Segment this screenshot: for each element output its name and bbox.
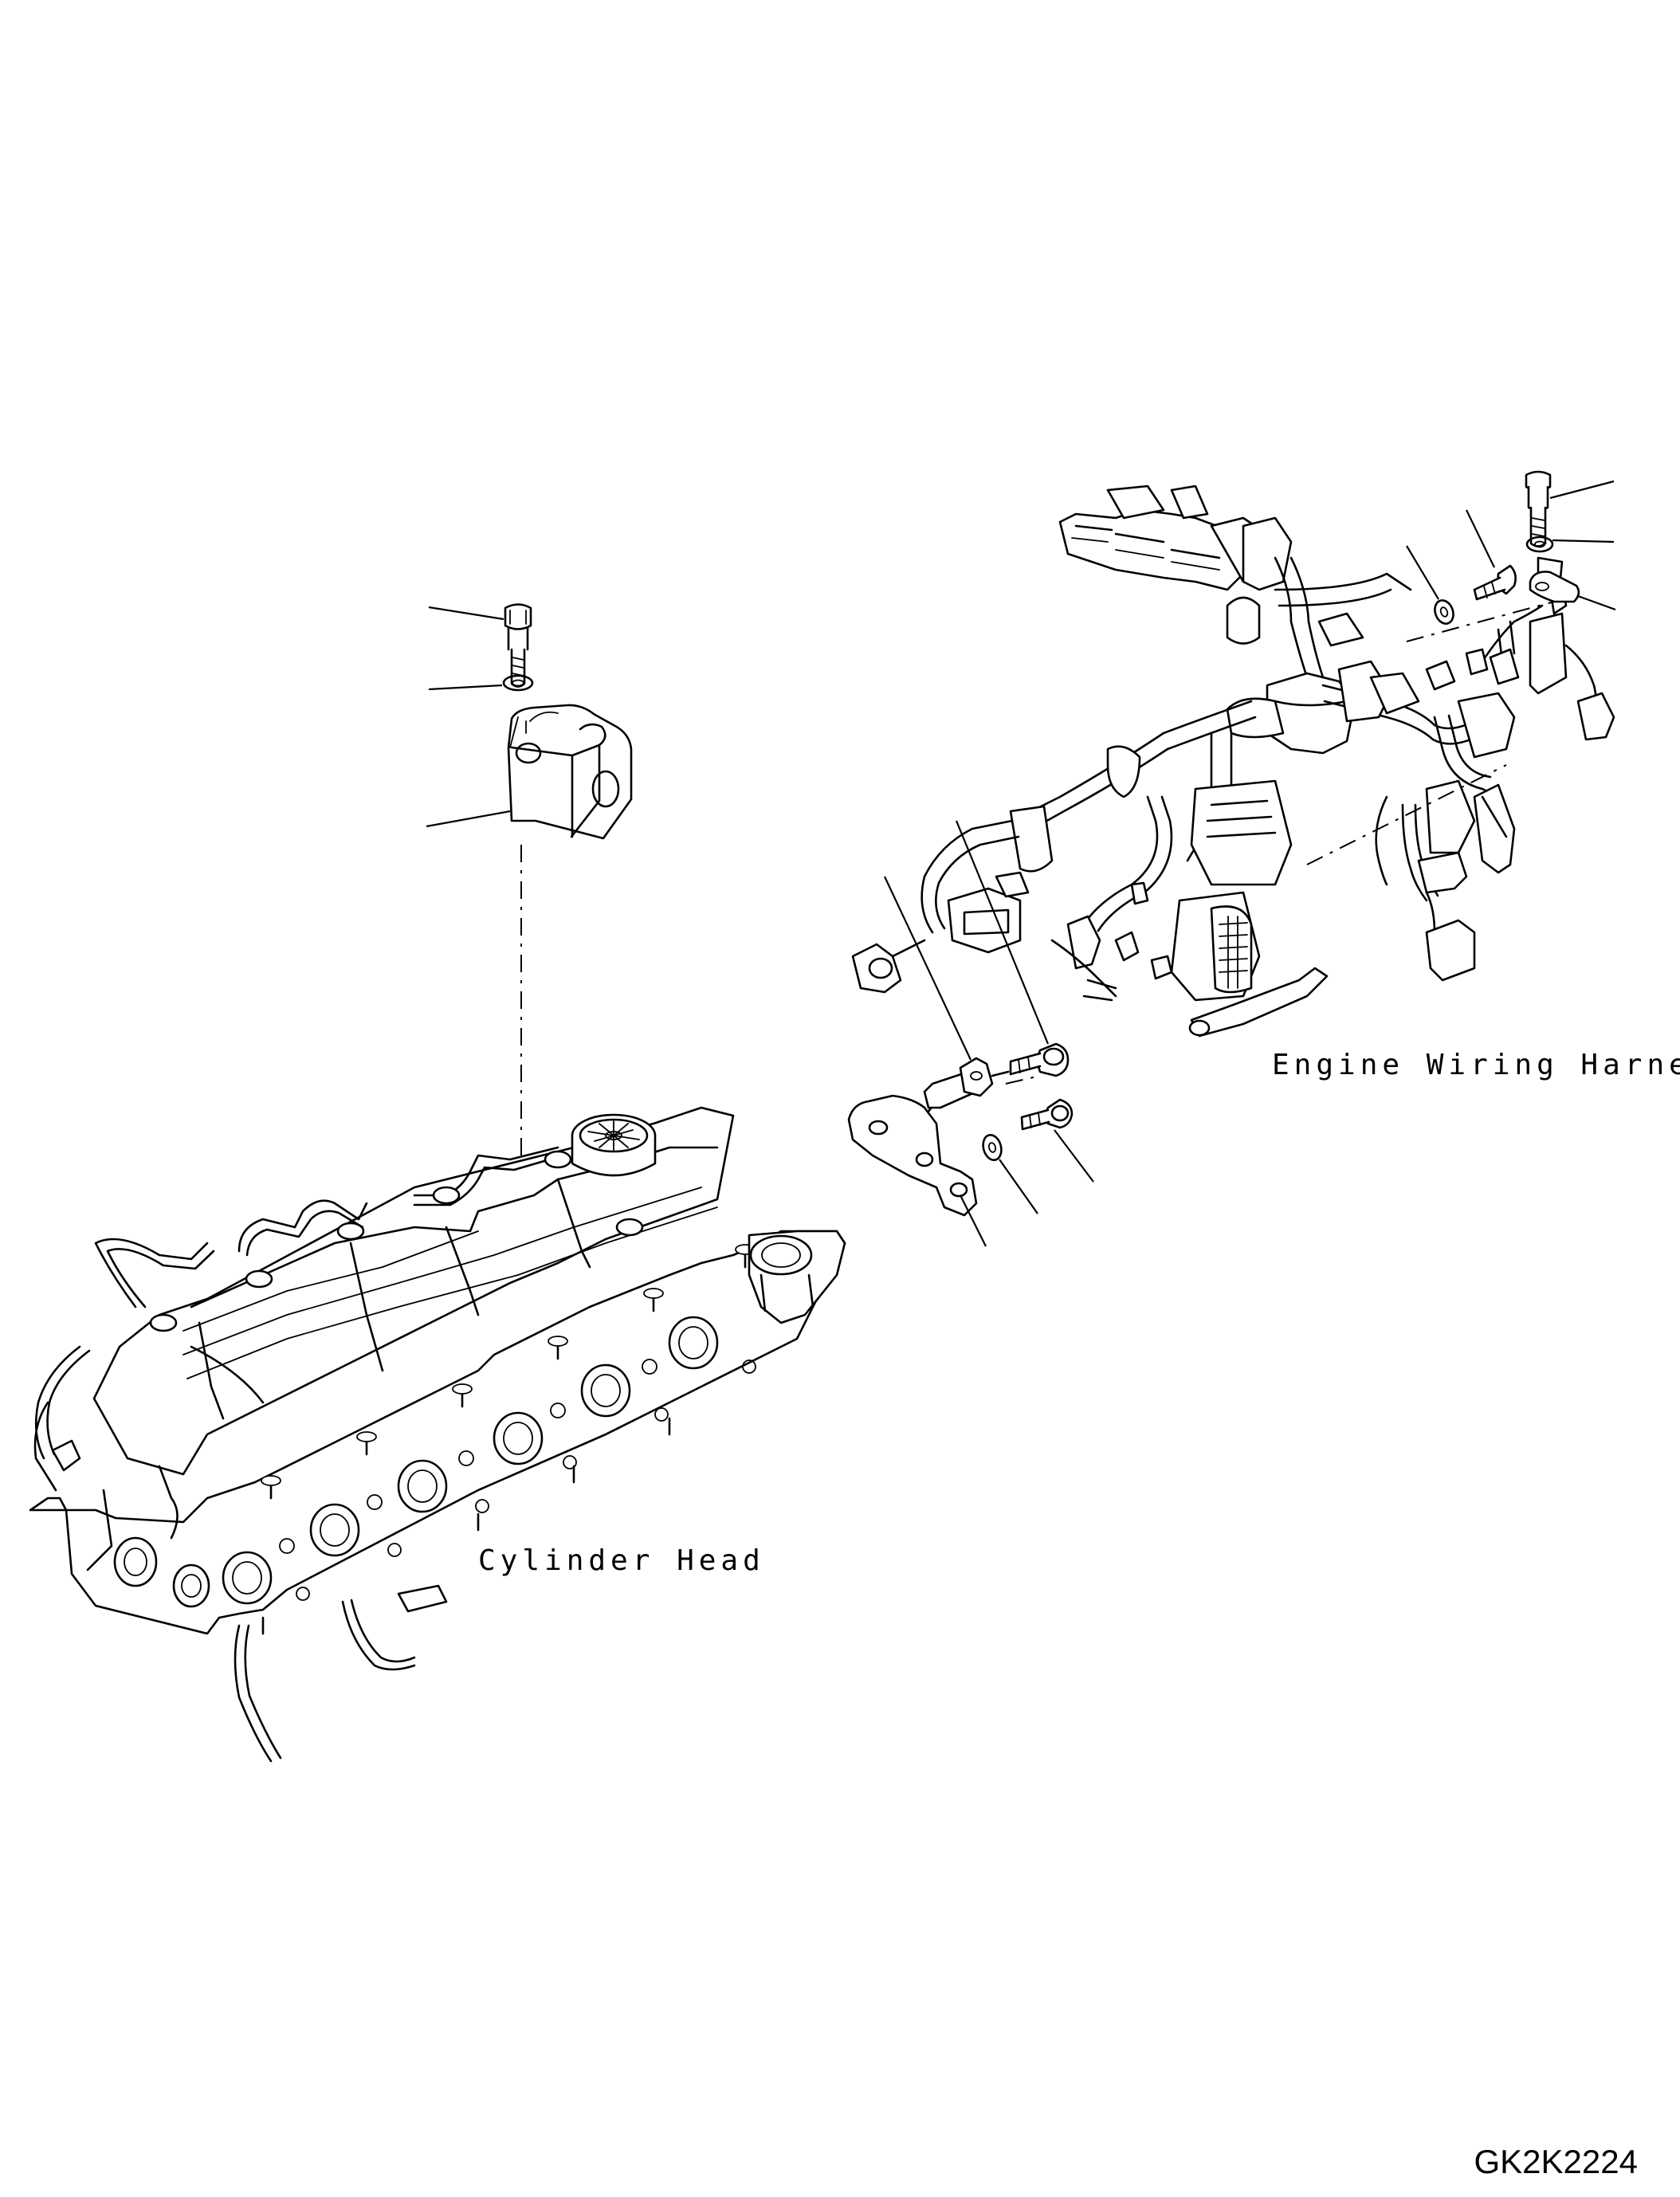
leader-clamp-mid [884, 876, 971, 1061]
clip-part-top-right [1529, 571, 1580, 603]
clamp-part-mid [959, 1057, 1010, 1097]
bolt-part-mid-lower [1020, 1098, 1074, 1131]
drawing-code: GK2K2224 [1474, 2143, 1639, 2180]
leader-washer-mid-lower [999, 1159, 1038, 1214]
leader-washer-center-right [1406, 545, 1439, 600]
bracket-part-left [507, 704, 633, 840]
cylinder-head-part [29, 1106, 846, 1763]
leader-bracket-left [426, 810, 511, 828]
leader-bolt-center-right [1466, 509, 1495, 568]
leader-bolt-top-right [1549, 480, 1615, 500]
leader-bolt-mid-upper [955, 820, 1050, 1045]
assembly-centerline-mid [1005, 1075, 1041, 1085]
leader-bracket-mid [960, 1195, 987, 1247]
bracket-part-mid [847, 1070, 978, 1217]
leader-bolt-left [428, 606, 504, 621]
washer-part-left [502, 674, 534, 692]
label-engine-wiring-harness: Engine Wiring Harness [1272, 1049, 1680, 1081]
oil-filler-cap [571, 1113, 657, 1177]
bolt-part-center-right [1473, 564, 1517, 601]
leader-bolt-mid-lower [1054, 1129, 1094, 1183]
bolt-part-mid-upper [1009, 1042, 1070, 1077]
engine-wiring-harness-part [851, 485, 1615, 1038]
assembly-centerline-mid-right [1306, 764, 1507, 865]
assembly-centerline-top-right [1406, 601, 1555, 642]
bolt-part-left [504, 603, 532, 688]
washer-part-center-right [1434, 599, 1454, 625]
leader-washer-left [428, 684, 503, 691]
leader-clip-top-right [1577, 594, 1616, 611]
label-cylinder-head: Cylinder Head [478, 1544, 765, 1577]
bolt-part-top-right [1525, 470, 1552, 547]
leader-washer-top-right [1552, 539, 1615, 543]
washer-part-mid-lower [982, 1133, 1003, 1162]
washer-part-top-right [1525, 536, 1554, 553]
